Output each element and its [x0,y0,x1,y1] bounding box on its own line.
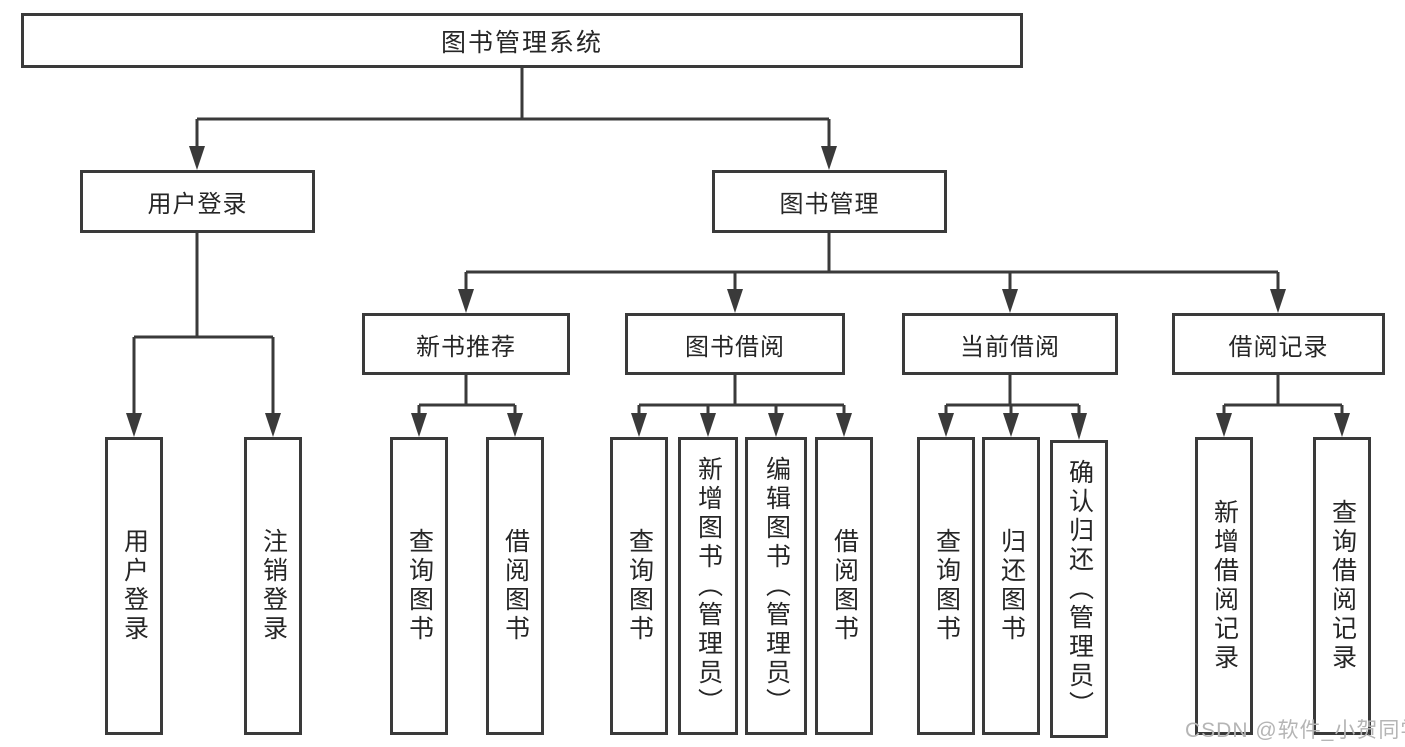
leaf-query-books-recommend: 查询图书 [390,437,448,735]
node-book-management: 图书管理 [712,170,947,233]
leaf-user-login: 用户登录 [105,437,163,735]
leaf-query-borrow-record: 查询借阅记录 [1313,437,1371,735]
leaf-query-books-current: 查询图书 [917,437,975,735]
node-borrowing-records: 借阅记录 [1172,313,1385,375]
node-label: 注销登录 [259,528,288,644]
node-new-book-recommendation: 新书推荐 [362,313,570,375]
node-label: 归还图书 [997,528,1026,644]
node-label: 借阅记录 [1228,333,1329,361]
node-label: 用户登录 [120,528,149,644]
node-label: 图书管理系统 [440,28,603,57]
node-label: 借阅图书 [830,528,859,644]
node-label: 新书推荐 [416,333,516,361]
watermark: CSDN @软件_小贺同学 [1185,719,1405,742]
node-library-management-system: 图书管理系统 [21,13,1023,68]
node-label: 当前借阅 [960,333,1060,361]
node-label: 新增借阅记录 [1210,499,1239,673]
leaf-borrow-books-recommend: 借阅图书 [486,437,544,735]
leaf-confirm-return-admin: 确认归还（管理员） [1050,440,1108,738]
leaf-borrow-books: 借阅图书 [815,437,873,735]
node-book-borrowing: 图书借阅 [625,313,845,375]
node-label: 新增图书（管理员） [694,455,723,717]
node-label: 图书借阅 [685,333,785,361]
node-label: 查询图书 [405,528,434,644]
node-label: 用户登录 [147,191,248,218]
node-user-login: 用户登录 [80,170,315,233]
leaf-return-books: 归还图书 [982,437,1040,735]
leaf-logout: 注销登录 [244,437,302,735]
node-label: 借阅图书 [501,528,530,644]
node-label: 确认归还（管理员） [1065,458,1094,720]
leaf-edit-books-admin: 编辑图书（管理员） [745,437,807,735]
node-label: 图书管理 [779,191,880,218]
node-label: 查询图书 [932,528,961,644]
node-label: 编辑图书（管理员） [762,455,791,717]
leaf-add-books-admin: 新增图书（管理员） [678,437,738,735]
node-label: 查询图书 [625,528,654,644]
leaf-add-borrow-record: 新增借阅记录 [1195,437,1253,735]
leaf-query-books-borrow: 查询图书 [610,437,668,735]
node-current-borrowing: 当前借阅 [902,313,1118,375]
node-label: 查询借阅记录 [1328,499,1357,673]
